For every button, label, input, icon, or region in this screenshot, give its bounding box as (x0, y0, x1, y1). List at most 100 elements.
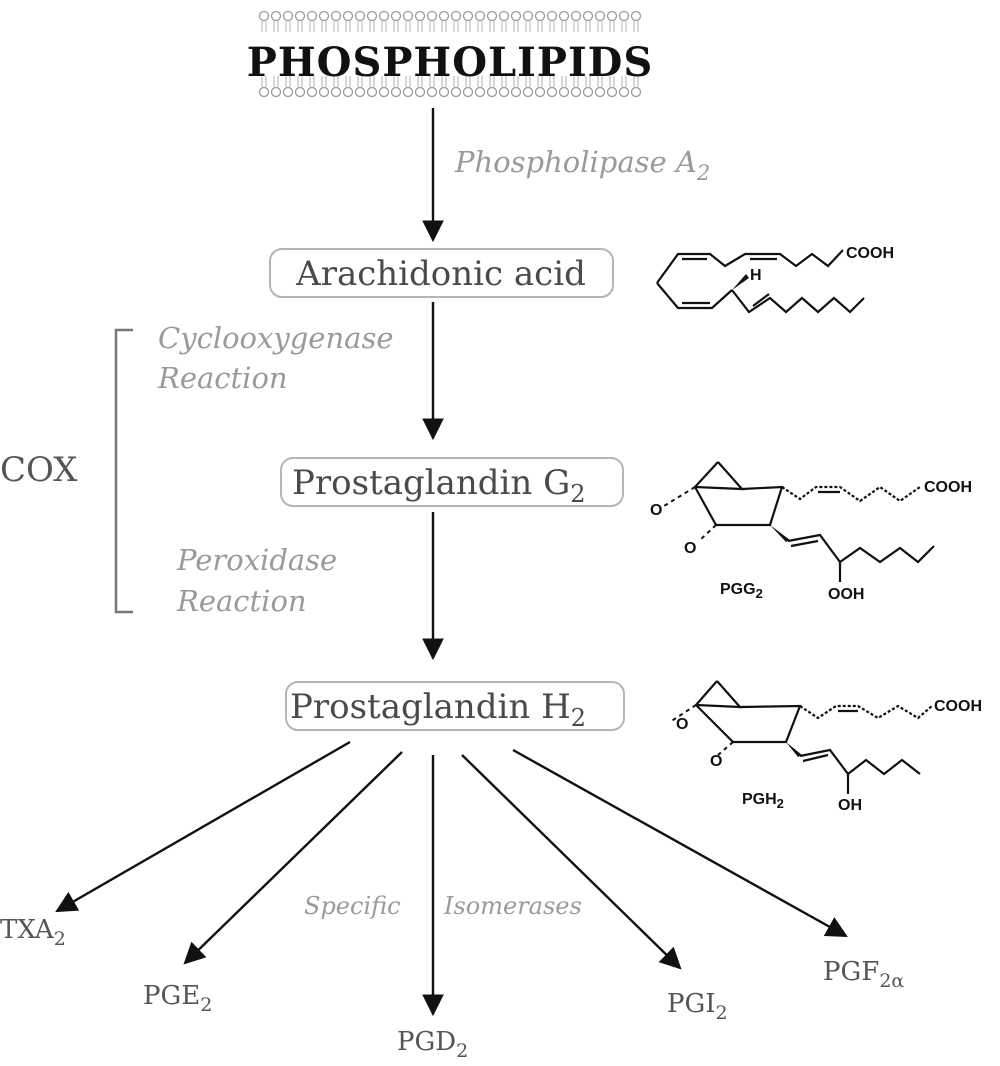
phospholipid-membrane-image: PHOSPHOLIPIDS (247, 8, 654, 100)
lipid-head (498, 10, 510, 22)
lipid-head (462, 86, 474, 98)
pgg2-structure: O O COOH OOH PGG2 (650, 461, 972, 603)
node-prostaglandin-g2: Prostaglandin G2 (280, 457, 624, 508)
pgh2-oh-label: OH (838, 797, 862, 814)
product-pgd2: PGD2 (397, 1027, 468, 1062)
lipid-head (414, 86, 426, 98)
lipid-head (270, 10, 282, 22)
lipid-head (534, 10, 546, 22)
lipid-head (282, 86, 294, 98)
lipid-head (522, 86, 534, 98)
lipid-head (306, 86, 318, 98)
pgh2-o1-label: O (676, 716, 688, 733)
lipid-head (330, 86, 342, 98)
lipid-head (378, 86, 390, 98)
lipid-head (630, 10, 642, 22)
lipid-head (426, 10, 438, 22)
lipid-head (594, 86, 606, 98)
arrow-pgh2-to-pge2 (183, 751, 403, 965)
lipid-head (486, 10, 498, 22)
lipid-head (618, 10, 630, 22)
lipid-head (474, 10, 486, 22)
lipid-head (402, 86, 414, 98)
arrow-pgh2-to-pgf2a (512, 748, 848, 938)
lipid-head (414, 10, 426, 22)
lipid-head (510, 10, 522, 22)
lipid-head (366, 10, 378, 22)
lipid-head (258, 10, 270, 22)
lipid-head (402, 10, 414, 22)
lipid-head (486, 86, 498, 98)
lipid-head (354, 10, 366, 22)
pgh2-name-label: PGH2 (742, 791, 784, 811)
pgh2-o2-label: O (710, 753, 722, 770)
cox-label: COX (0, 450, 78, 490)
lipid-head (306, 10, 318, 22)
lipid-head (450, 10, 462, 22)
lipid-head (426, 86, 438, 98)
aa-h-label: H (750, 267, 762, 284)
lipid-head (510, 86, 522, 98)
product-pgf2a: PGF2α (823, 957, 904, 992)
lipid-head (558, 10, 570, 22)
lipid-head (474, 86, 486, 98)
lipid-head (294, 86, 306, 98)
lipid-head (342, 10, 354, 22)
lipid-head (378, 10, 390, 22)
phospholipase-a2-label: Phospholipase A2 (454, 145, 710, 185)
pgh2-cooh-label: COOH (934, 698, 982, 715)
lipid-head (270, 86, 282, 98)
pgg2-name-label: PGG2 (720, 581, 763, 601)
lipid-head (582, 10, 594, 22)
peroxidase-reaction-label: Peroxidase Reaction (176, 543, 346, 618)
pgg2-cooh-label: COOH (924, 479, 972, 496)
lipid-head (354, 86, 366, 98)
lipid-head (546, 86, 558, 98)
lipid-head (618, 86, 630, 98)
arrow-pgh2-to-pgi2 (461, 754, 682, 970)
lipid-head (450, 86, 462, 98)
lipid-head (606, 86, 618, 98)
lipid-head (462, 10, 474, 22)
lipid-head (582, 86, 594, 98)
lipid-head (390, 10, 402, 22)
arachidonic-acid-structure: H COOH (656, 245, 894, 314)
cyclooxygenase-reaction-label: Cyclooxygenase Reaction (157, 321, 403, 395)
prostaglandin-h2-label: Prostaglandin H2 (290, 687, 586, 732)
product-pge2: PGE2 (143, 981, 212, 1016)
lipid-head (534, 86, 546, 98)
product-pgi2: PGI2 (667, 989, 728, 1024)
lipid-head (546, 10, 558, 22)
phospholipids-label: PHOSPHOLIPIDS (247, 39, 654, 86)
pgg2-o2-label: O (684, 540, 696, 557)
lipid-head (282, 10, 294, 22)
cox-bracket (114, 328, 133, 614)
lipid-head (630, 86, 642, 98)
specific-label: Specific (304, 892, 401, 920)
node-arachidonic-acid: Arachidonic acid (269, 248, 614, 298)
lipid-head (438, 10, 450, 22)
node-prostaglandin-h2: Prostaglandin H2 (285, 681, 625, 732)
pgg2-o1-label: O (650, 502, 662, 519)
lipid-head (342, 86, 354, 98)
lipid-head (570, 10, 582, 22)
arrow-pgh2-to-txa2 (55, 740, 351, 913)
arachidonic-acid-label: Arachidonic acid (295, 254, 586, 294)
isomerases-label: Isomerases (443, 892, 582, 920)
lipid-head (318, 10, 330, 22)
lipid-head (606, 10, 618, 22)
lipid-head (366, 86, 378, 98)
aa-cooh-label: COOH (846, 245, 894, 262)
lipid-head (594, 10, 606, 22)
lipid-head (318, 86, 330, 98)
lipid-head (258, 86, 270, 98)
lipid-head (522, 10, 534, 22)
pgg2-ooh-label: OOH (828, 586, 864, 603)
lipid-head (570, 86, 582, 98)
lipid-head-groups (258, 10, 642, 98)
lipid-head (558, 86, 570, 98)
product-txa2: TXA2 (0, 915, 66, 950)
lipid-head (498, 86, 510, 98)
prostaglandin-g2-label: Prostaglandin G2 (292, 463, 586, 508)
